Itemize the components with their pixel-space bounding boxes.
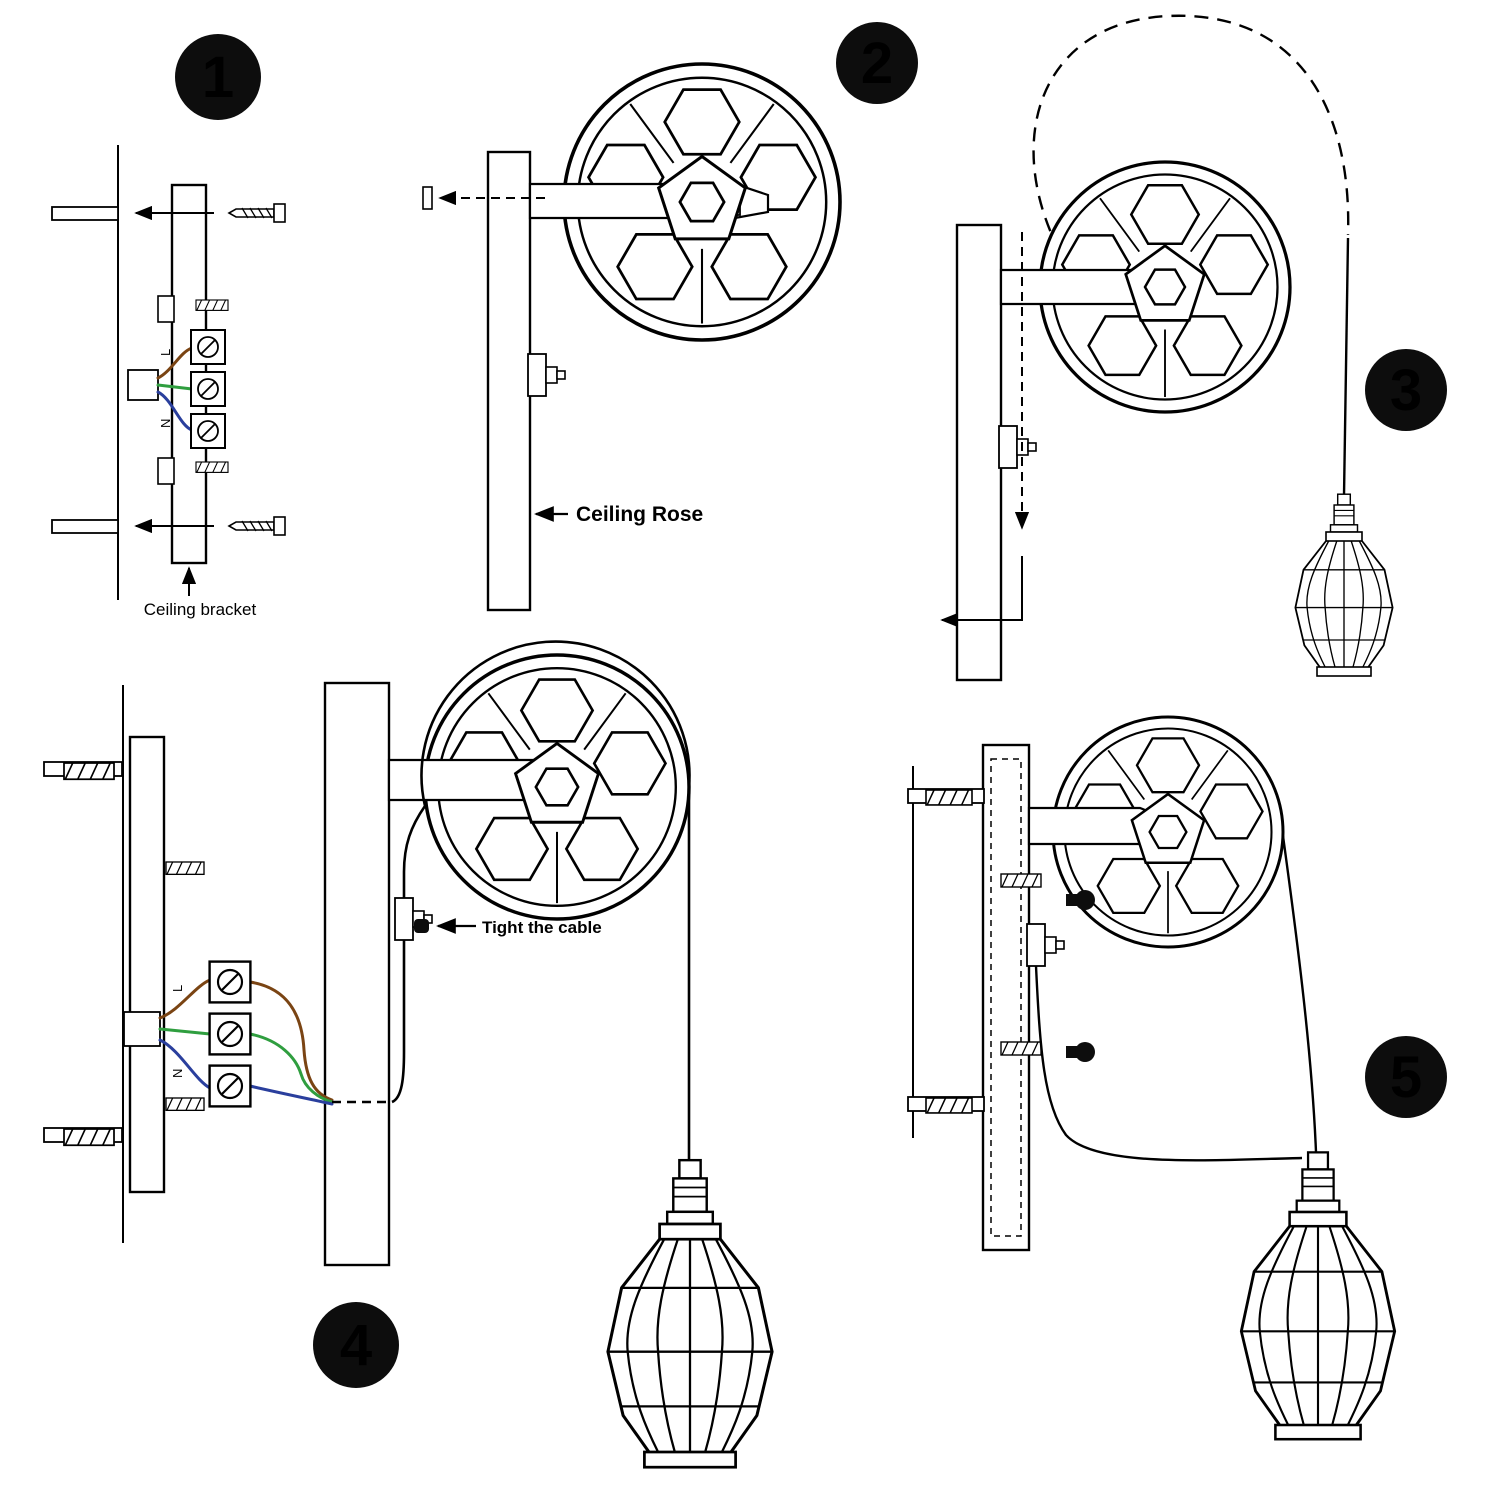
terminal-live (190, 329, 226, 365)
cable-grip-bottom (157, 457, 175, 485)
cable-grip-top (157, 295, 175, 323)
cord-loop-dashed (1032, 14, 1350, 253)
terminal-neutral (190, 413, 226, 449)
screw-icon-bottom (63, 1128, 115, 1147)
terminal-earth (190, 371, 226, 407)
screw-icon-top (228, 203, 286, 223)
label-live: L (170, 985, 185, 992)
cable-clamp (998, 425, 1037, 469)
ceiling-bracket-label: Ceiling bracket (144, 600, 257, 619)
ceiling-rose-bar (323, 681, 391, 1267)
cage-lamp (606, 1158, 774, 1469)
step-badge-1: 1 (175, 34, 261, 120)
step-badge-3: 3 (1365, 349, 1447, 431)
badge-circle (175, 34, 261, 120)
badge-circle (836, 22, 918, 104)
pendant-cord (1281, 835, 1318, 1153)
grub-screw-bottom (195, 461, 229, 473)
cable-clamp (394, 897, 433, 941)
step-badge-5: 5 (1365, 1036, 1447, 1118)
step-1: L N Ceiling bracket 1 (51, 34, 286, 619)
cage-lamp (1294, 493, 1394, 677)
step-2: Ceiling Rose 2 (422, 22, 918, 612)
grub-screw-bottom (165, 1097, 205, 1112)
terminal-earth (208, 1012, 252, 1056)
terminal-live (208, 960, 252, 1004)
mounting-tab-bottom (51, 519, 119, 534)
grub-screw-top (165, 861, 205, 876)
wire-neutral (156, 390, 194, 432)
grub-screw-bottom (1000, 1041, 1042, 1056)
step-badge-4: 4 (313, 1302, 399, 1388)
step-number: 2 (861, 31, 893, 96)
grub-screw-top (1000, 873, 1042, 888)
cable-entry-box (127, 369, 159, 401)
wire-neutral-in (158, 1038, 212, 1090)
label-neutral: N (158, 419, 173, 428)
label-neutral: N (170, 1069, 185, 1078)
wire-earth (156, 383, 194, 391)
badge-circle (1365, 349, 1447, 431)
screw-icon-top (925, 789, 973, 806)
mounting-tab-top (51, 206, 119, 221)
step-number: 3 (1390, 358, 1422, 423)
badge-circle (1365, 1036, 1447, 1118)
step-3: 3 (940, 14, 1447, 682)
pendant-cord (1342, 237, 1350, 497)
wire-earth-out (248, 1032, 334, 1104)
clamp-bolt (414, 919, 429, 933)
grub-screw-top (195, 299, 229, 311)
step-badge-2: 2 (836, 22, 918, 104)
tight-the-cable-label: Tight the cable (482, 918, 602, 937)
pendant-cord (391, 640, 691, 1165)
knob-top (1066, 890, 1095, 910)
label-live: L (158, 349, 173, 356)
ceiling-rose-bar (955, 223, 1003, 682)
step-number: 4 (340, 1313, 372, 1378)
cage-lamp (1239, 1150, 1397, 1441)
wall-plate (981, 743, 1031, 1252)
step-5: 5 (907, 715, 1447, 1441)
wire-neutral-out (248, 1084, 334, 1106)
knob-bottom (1066, 1042, 1095, 1062)
terminal-neutral (208, 1064, 252, 1108)
cord-route-arrow (940, 556, 1023, 628)
step-number: 5 (1390, 1045, 1422, 1110)
wire-live (156, 346, 194, 380)
ceiling-rose-label: Ceiling Rose (576, 503, 703, 526)
step-4: L N Tight the cable 4 (43, 640, 774, 1469)
cable-entry-box (123, 1011, 161, 1047)
adjust-cord (1034, 965, 1303, 1162)
screw-icon-top (63, 762, 115, 781)
badge-circle (313, 1302, 399, 1388)
fixing-screw (422, 186, 433, 210)
wire-live-out (248, 980, 334, 1102)
screw-icon-bottom (228, 516, 286, 536)
wire-live-in (158, 978, 212, 1020)
screw-icon-bottom (925, 1097, 973, 1114)
step-number: 1 (202, 45, 234, 110)
ceiling-rose-bar (486, 150, 532, 612)
cable-clamp (1026, 923, 1065, 967)
cable-clamp (527, 353, 566, 397)
wire-earth-in (158, 1027, 212, 1036)
bracket-hidden-dashed (990, 758, 1022, 1237)
ceiling-bracket (128, 735, 166, 1194)
